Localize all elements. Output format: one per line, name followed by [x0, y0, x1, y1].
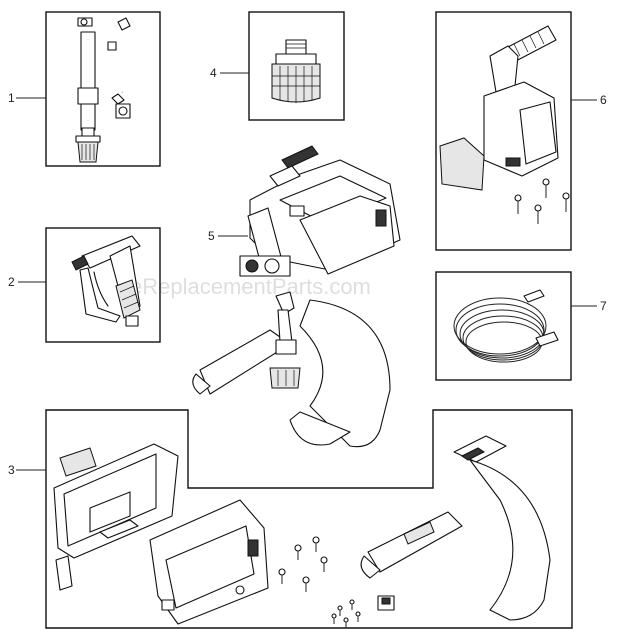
part-4-box — [248, 11, 345, 121]
callout-3: 3 — [8, 463, 15, 477]
part-7-box — [435, 271, 572, 381]
part-3-screws — [278, 536, 361, 628]
callout-2: 2 — [8, 275, 15, 289]
part-6-motor-assembly[interactable] — [435, 11, 572, 251]
callout-5: 5 — [208, 229, 215, 243]
part-6-box — [435, 11, 572, 251]
part-4-inlet-filter[interactable] — [248, 11, 345, 121]
part-5-sprayer-unit[interactable] — [192, 145, 401, 448]
part-2-box — [45, 227, 161, 343]
callout-7: 7 — [600, 299, 607, 313]
callout-6: 6 — [600, 93, 607, 107]
callout-1: 1 — [8, 91, 15, 105]
part-3-box — [45, 409, 573, 629]
part-1-box — [45, 11, 161, 167]
part-1-siphon-kit[interactable] — [45, 11, 161, 167]
part-3-frame-kit[interactable] — [45, 409, 573, 629]
part-7-hose[interactable] — [435, 271, 572, 381]
callout-4: 4 — [210, 66, 217, 80]
part-2-spray-gun[interactable] — [45, 227, 161, 343]
watermark: eReplacementParts.com — [130, 274, 371, 299]
part-6-screws — [514, 178, 570, 224]
